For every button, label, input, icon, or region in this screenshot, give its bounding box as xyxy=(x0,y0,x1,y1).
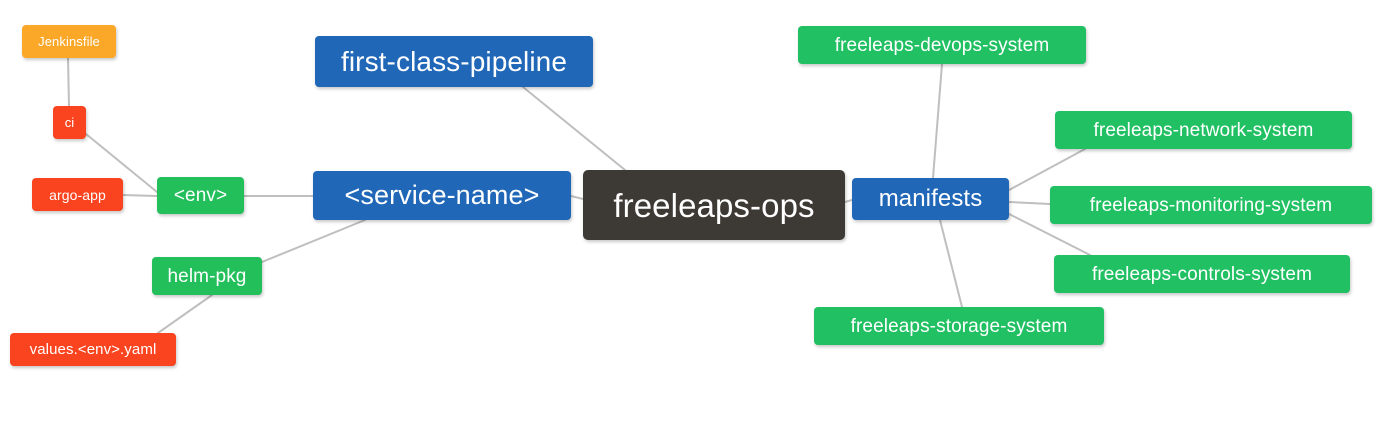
edge-manifests-to-freeleaps-storage-system xyxy=(939,219,963,308)
node-jenkinsfile[interactable]: Jenkinsfile xyxy=(22,25,116,58)
node-manifests[interactable]: manifests xyxy=(852,178,1009,220)
node-argo-app[interactable]: argo-app xyxy=(32,178,123,211)
node-label-ci: ci xyxy=(64,115,75,130)
node-label-freeleaps-ops: freeleaps-ops xyxy=(613,186,815,224)
node-helm-pkg[interactable]: helm-pkg xyxy=(152,257,262,295)
node-label-env: <env> xyxy=(173,185,228,206)
node-service-name[interactable]: <service-name> xyxy=(313,171,571,220)
node-label-freeleaps-network-system: freeleaps-network-system xyxy=(1093,119,1314,141)
edge-freeleaps-ops-to-manifests xyxy=(844,199,853,203)
edge-manifests-to-freeleaps-monitoring-system xyxy=(1008,201,1051,205)
node-label-jenkinsfile: Jenkinsfile xyxy=(38,34,100,49)
node-env[interactable]: <env> xyxy=(157,177,244,214)
node-label-freeleaps-devops-system: freeleaps-devops-system xyxy=(834,34,1050,56)
node-label-argo-app: argo-app xyxy=(49,186,106,203)
edge-jenkinsfile-to-ci xyxy=(67,57,70,107)
edge-argo-app-to-env xyxy=(122,194,158,197)
node-ci[interactable]: ci xyxy=(53,106,86,139)
node-label-freeleaps-monitoring-system: freeleaps-monitoring-system xyxy=(1089,194,1333,216)
edge-manifests-to-freeleaps-devops-system xyxy=(932,63,943,179)
node-values-yaml[interactable]: values.<env>.yaml xyxy=(10,333,176,366)
node-label-helm-pkg: helm-pkg xyxy=(167,265,247,287)
node-freeleaps-network-system[interactable]: freeleaps-network-system xyxy=(1055,111,1352,149)
edge-manifests-to-freeleaps-network-system xyxy=(1008,148,1086,191)
node-label-first-class-pipeline: first-class-pipeline xyxy=(340,45,568,77)
node-label-service-name: <service-name> xyxy=(344,180,540,210)
node-freeleaps-ops[interactable]: freeleaps-ops xyxy=(583,170,845,240)
node-first-class-pipeline[interactable]: first-class-pipeline xyxy=(315,36,593,87)
node-freeleaps-controls-system[interactable]: freeleaps-controls-system xyxy=(1054,255,1350,293)
node-label-freeleaps-controls-system: freeleaps-controls-system xyxy=(1091,263,1313,285)
edge-helm-pkg-to-service-name xyxy=(261,219,366,263)
node-label-manifests: manifests xyxy=(878,185,983,212)
node-label-freeleaps-storage-system: freeleaps-storage-system xyxy=(850,315,1068,337)
edge-service-name-to-freeleaps-ops xyxy=(570,195,584,200)
node-freeleaps-devops-system[interactable]: freeleaps-devops-system xyxy=(798,26,1086,64)
node-label-values-yaml: values.<env>.yaml xyxy=(29,341,157,358)
node-freeleaps-monitoring-system[interactable]: freeleaps-monitoring-system xyxy=(1050,186,1372,224)
edge-values-yaml-to-helm-pkg xyxy=(157,294,213,334)
edge-first-class-pipeline-to-freeleaps-ops xyxy=(522,86,626,171)
node-freeleaps-storage-system[interactable]: freeleaps-storage-system xyxy=(814,307,1104,345)
